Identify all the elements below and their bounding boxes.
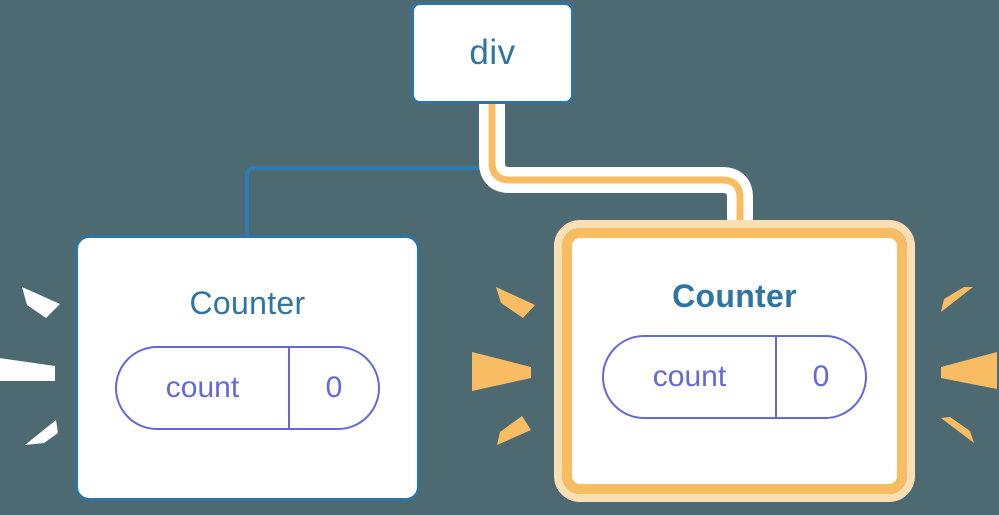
node-counter-right-title: Counter [672,278,797,314]
edge-halo-div-to-counter-right [479,104,753,240]
node-div-label: div [469,33,516,72]
node-div[interactable]: div [411,2,574,104]
state-key-label: count [117,348,290,428]
node-counter-left[interactable]: Counter count 0 [75,235,420,501]
state-key-label: count [604,337,777,417]
edge-div-to-counter-right [488,104,744,240]
node-counter-right[interactable]: Counter count 0 [554,220,915,502]
edge-div-to-counter-left [245,102,494,240]
state-pill-counter-left: count 0 [115,346,380,430]
node-counter-left-title: Counter [189,285,306,321]
state-value-label: 0 [325,371,343,404]
state-pill-counter-right: count 0 [602,335,867,419]
state-value-label: 0 [812,360,830,393]
